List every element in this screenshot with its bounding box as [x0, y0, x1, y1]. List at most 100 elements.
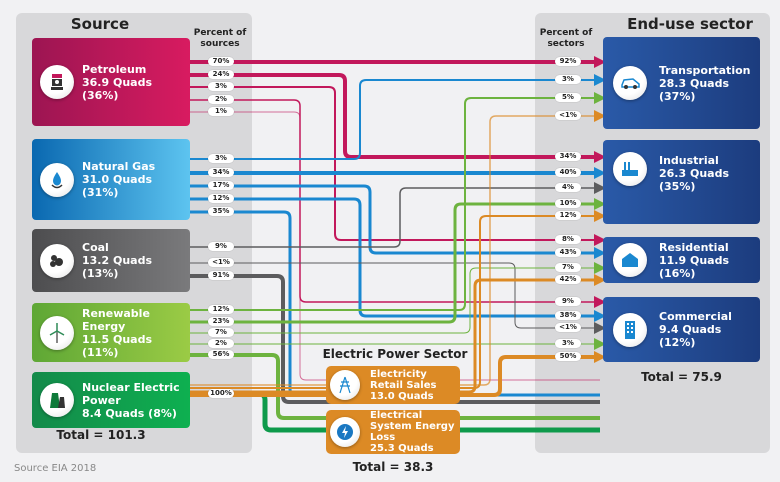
source-name: Coal	[82, 241, 109, 254]
sector-percent-label: 7%	[555, 263, 581, 272]
sector-percent-label: <1%	[555, 323, 581, 332]
source-percent-label: 24%	[208, 70, 234, 79]
arrow-head-icon	[594, 274, 606, 286]
coal-icon	[40, 243, 74, 278]
arrow-head-icon	[594, 182, 606, 194]
source-value: 36.9 Quads (36%)	[82, 75, 152, 102]
flow-line	[190, 99, 600, 303]
arrow-head-icon	[594, 322, 606, 334]
arrow-head-icon	[594, 234, 606, 246]
arrow-head-icon	[594, 92, 606, 104]
end-use-title: End-use sector	[627, 15, 753, 33]
sector-percent-label: 40%	[555, 168, 581, 177]
flow-line	[190, 215, 600, 389]
flow-line	[190, 202, 600, 324]
source-value: 8.4 Quads (8%)	[82, 406, 177, 420]
electric-value: 13.0 Quads	[370, 390, 434, 402]
arrow-head-icon	[594, 296, 606, 308]
source-credit: Source EIA 2018	[14, 463, 97, 474]
arrow-head-icon	[594, 338, 606, 350]
arrow-head-icon	[594, 74, 606, 86]
source-percent-label: 91%	[208, 271, 234, 280]
arrow-head-icon	[594, 198, 606, 210]
office-building-icon	[613, 312, 647, 347]
source-percent-label: <1%	[208, 258, 234, 267]
cooling-tower-icon	[40, 383, 74, 417]
enduse-value: 26.3 Quads (35%)	[659, 167, 729, 193]
enduse-value: 11.9 Quads (16%)	[659, 253, 729, 280]
arrow-head-icon	[594, 167, 606, 179]
enduse-name: Residential	[659, 240, 729, 254]
electric-name: Electricity Retail Sales	[370, 368, 437, 391]
source-percent-label: 100%	[208, 389, 234, 398]
arrow-head-icon	[594, 151, 606, 163]
arrow-head-icon	[594, 262, 606, 274]
source-percent-label: 34%	[208, 168, 234, 177]
source-title: Source	[70, 15, 130, 33]
flow-line	[190, 353, 600, 420]
wind-turbine-icon	[40, 315, 74, 350]
end-use-percent-header: Percent of sectors	[539, 28, 593, 49]
source-value: 11.5 Quads (11%)	[82, 332, 152, 359]
power-tower-icon	[330, 370, 360, 400]
enduse-name: Commercial	[659, 310, 732, 323]
flow-line	[190, 184, 600, 255]
source-percent-label: 70%	[208, 57, 234, 66]
source-name: Petroleum	[82, 62, 147, 76]
sector-percent-label: 43%	[555, 248, 581, 257]
enduse-name: Transportation	[659, 63, 751, 77]
arrow-head-icon	[594, 56, 606, 68]
sector-percent-label: 9%	[555, 297, 581, 306]
enduse-value: 9.4 Quads (12%)	[659, 323, 722, 349]
source-percent-header: Percent of sources	[193, 28, 247, 49]
source-percent-label: 3%	[208, 154, 234, 163]
arrow-head-icon	[594, 310, 606, 322]
source-percent-label: 9%	[208, 242, 234, 251]
flow-line	[190, 73, 600, 159]
source-percent-label: 12%	[208, 305, 234, 314]
flow-line	[190, 355, 600, 397]
source-name: Nuclear Electric Power	[82, 380, 180, 407]
flow-line	[190, 267, 600, 334]
electric-car-icon	[613, 66, 647, 100]
source-name: Natural Gas	[82, 160, 156, 173]
source-total: Total = 101.3	[56, 428, 146, 442]
electric-value: 25.3 Quads	[370, 443, 434, 454]
sector-percent-label: 5%	[555, 93, 581, 102]
sector-percent-label: 3%	[555, 339, 581, 348]
arrow-head-icon	[594, 247, 606, 259]
source-percent-label: 12%	[208, 194, 234, 203]
source-percent-label: 17%	[208, 181, 234, 190]
sector-percent-label: 42%	[555, 275, 581, 284]
factory-icon	[613, 152, 647, 186]
source-percent-label: 2%	[208, 339, 234, 348]
flow-line	[190, 262, 600, 329]
arrow-head-icon	[594, 351, 606, 363]
sector-percent-label: 50%	[555, 352, 581, 361]
flow-line	[190, 274, 600, 404]
source-percent-label: 1%	[208, 107, 234, 116]
gas-flame-icon	[40, 162, 74, 197]
source-percent-label: 56%	[208, 350, 234, 359]
flow-line	[190, 115, 600, 386]
source-percent-label: 3%	[208, 82, 234, 91]
sector-percent-label: 34%	[555, 152, 581, 161]
sector-percent-label: 3%	[555, 75, 581, 84]
flow-line	[190, 278, 600, 394]
source-percent-label: 35%	[208, 207, 234, 216]
source-value: 13.2 Quads (13%)	[82, 254, 152, 280]
sector-percent-label: 12%	[555, 211, 581, 220]
sector-percent-label: 4%	[555, 183, 581, 192]
source-value: 31.0 Quads (31%)	[82, 173, 152, 199]
